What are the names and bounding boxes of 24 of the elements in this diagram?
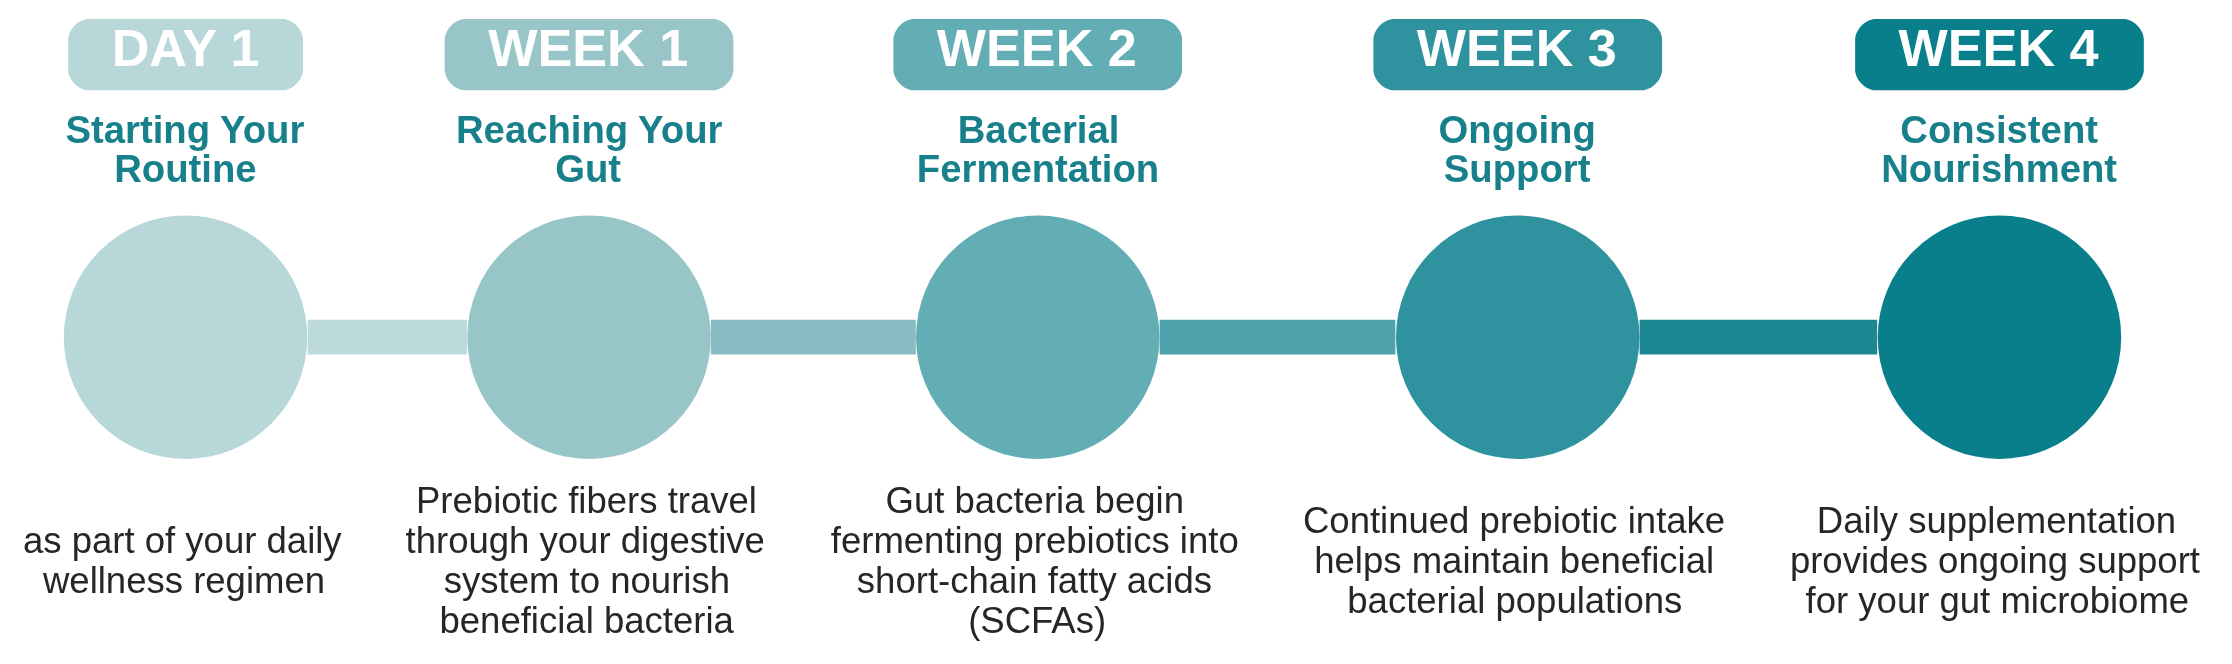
node-label: Starting Your Routine [65,108,305,190]
node-box: DAY 1 [68,18,303,91]
node-box: WEEK 4 [1855,18,2144,91]
node-box: WEEK 3 [1373,18,1663,91]
connector [1159,319,1396,355]
node-box: WEEK 2 [893,18,1183,91]
connector [710,319,916,355]
node-box: WEEK 1 [444,18,734,91]
node-circle [1396,215,1640,459]
node-label: Bacterial Fermentation [916,108,1160,190]
node-circle [63,215,308,459]
connector [1639,319,1878,355]
node-label: Daily supplementation provides ongoing support for your gut microbiome [1789,499,2200,621]
node-label: Prebiotic fibers travel through your digestive system to nourish beneficial bacteria [405,479,765,641]
node-circle [1877,215,2122,459]
node-label: Consistent Nourishment [1881,108,2118,190]
connector [307,319,468,355]
node-circle [916,215,1160,459]
node-label: as part of your daily wellness regimen [22,519,342,601]
node-label: Gut bacteria begin fermenting prebiotics into short-chain fatty acids (SCFAs) [830,479,1239,641]
node-label: Continued prebiotic intake helps maintain beneficial bacterial populations [1302,499,1726,621]
node-label: Ongoing Support [1438,108,1596,190]
node-circle [467,215,711,459]
node-label: Reaching Your Gut [456,108,723,190]
